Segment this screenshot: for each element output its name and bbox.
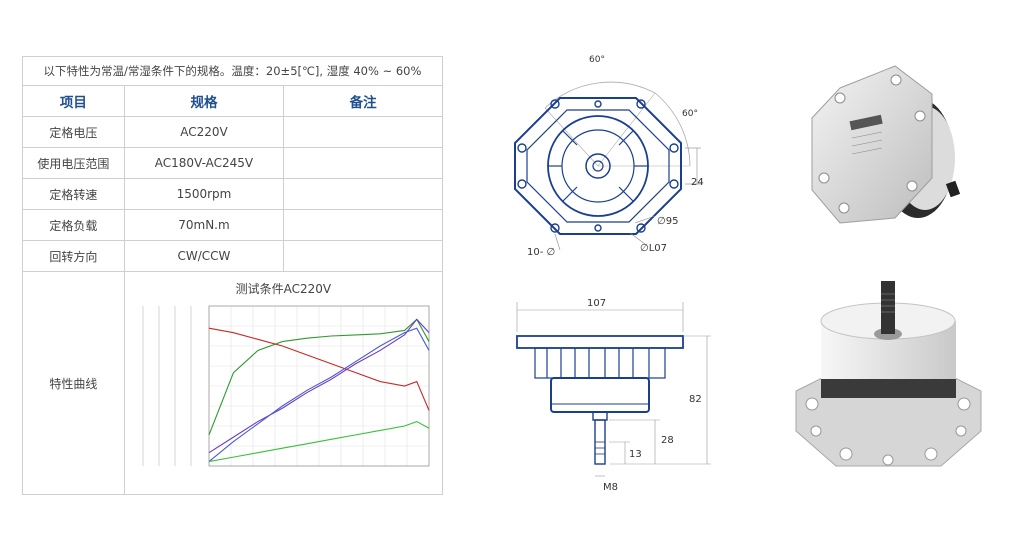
dim-107: ∅L07	[640, 243, 667, 254]
table-header-row: 项目 规格 备注	[22, 85, 443, 117]
series-line-0	[208, 318, 430, 436]
curve-cell: 测试条件AC220V	[123, 271, 444, 495]
header-spec: 规格	[123, 85, 285, 117]
angle-arc-top	[544, 81, 656, 109]
flange-side	[516, 335, 684, 349]
dim-95: ∅95	[657, 216, 678, 227]
table-row: 使用电压范围 AC180V-AC245V	[22, 147, 443, 179]
motor-body-side	[550, 377, 650, 413]
shaft-circle	[585, 153, 611, 179]
dim-width: 107	[587, 298, 606, 309]
dim-shaft-28: 28	[661, 435, 674, 446]
row-label: 定格电压	[22, 116, 125, 148]
row-value: AC180V-AC245V	[123, 147, 285, 179]
motor-photo-side	[795, 281, 982, 467]
table-row: 定格转速 1500rpm	[22, 178, 443, 210]
angle-right-label: 60°	[682, 109, 698, 119]
row-value: 1500rpm	[123, 178, 285, 210]
angle-top-label: 60°	[589, 55, 605, 65]
row-label: 定格负载	[22, 209, 125, 241]
curve-row: 特性曲线 测试条件AC220V	[22, 271, 444, 495]
row-note	[283, 240, 443, 272]
row-note	[283, 209, 443, 241]
table-row: 定格负载 70mN.m	[22, 209, 443, 241]
thread-label: M8	[603, 482, 618, 493]
dim-24: 24	[691, 177, 704, 188]
row-note	[283, 178, 443, 210]
row-label: 回转方向	[22, 240, 125, 272]
row-label: 使用电压范围	[22, 147, 125, 179]
series-line-2	[208, 318, 430, 454]
series-line-4	[208, 420, 429, 463]
curve-title: 测试条件AC220V	[235, 282, 332, 296]
row-label: 定格转速	[22, 178, 125, 210]
curve-label: 特性曲线	[22, 271, 125, 495]
side-view-drawing: 107 82 28 13 M8	[516, 298, 711, 493]
header-note: 备注	[283, 85, 443, 117]
flange-outline	[514, 97, 682, 235]
row-value: 70mN.m	[123, 209, 285, 241]
header-item: 项目	[22, 85, 125, 117]
characteristic-chart	[142, 305, 430, 467]
series-line-1	[208, 327, 430, 411]
mounting-holes	[517, 99, 679, 233]
dim-height: 82	[689, 394, 702, 405]
angle-arc-right	[654, 92, 691, 167]
top-view-drawing: 60° 60° 24 ∅95 ∅L07 10- ∅	[514, 55, 704, 258]
row-value: AC220V	[123, 116, 285, 148]
holes-label: 10- ∅	[527, 247, 555, 258]
chart-lines	[208, 318, 430, 463]
motor-photo-top	[811, 65, 961, 224]
row-value: CW/CCW	[123, 240, 285, 272]
row-note	[283, 147, 443, 179]
row-note	[283, 116, 443, 148]
plot-frame	[208, 305, 430, 467]
series-line-3	[208, 327, 430, 462]
dim-shaft-13: 13	[629, 449, 642, 460]
table-intro: 以下特性为常温/常湿条件下的规格。温度：20±5[℃], 湿度 40% ~ 60…	[22, 56, 443, 86]
spec-table: 以下特性为常温/常湿条件下的规格。温度：20±5[℃], 湿度 40% ~ 60…	[22, 56, 444, 495]
table-row: 回转方向 CW/CCW	[22, 240, 443, 272]
table-row: 定格电压 AC220V	[22, 116, 443, 148]
chart-grid	[142, 305, 430, 467]
